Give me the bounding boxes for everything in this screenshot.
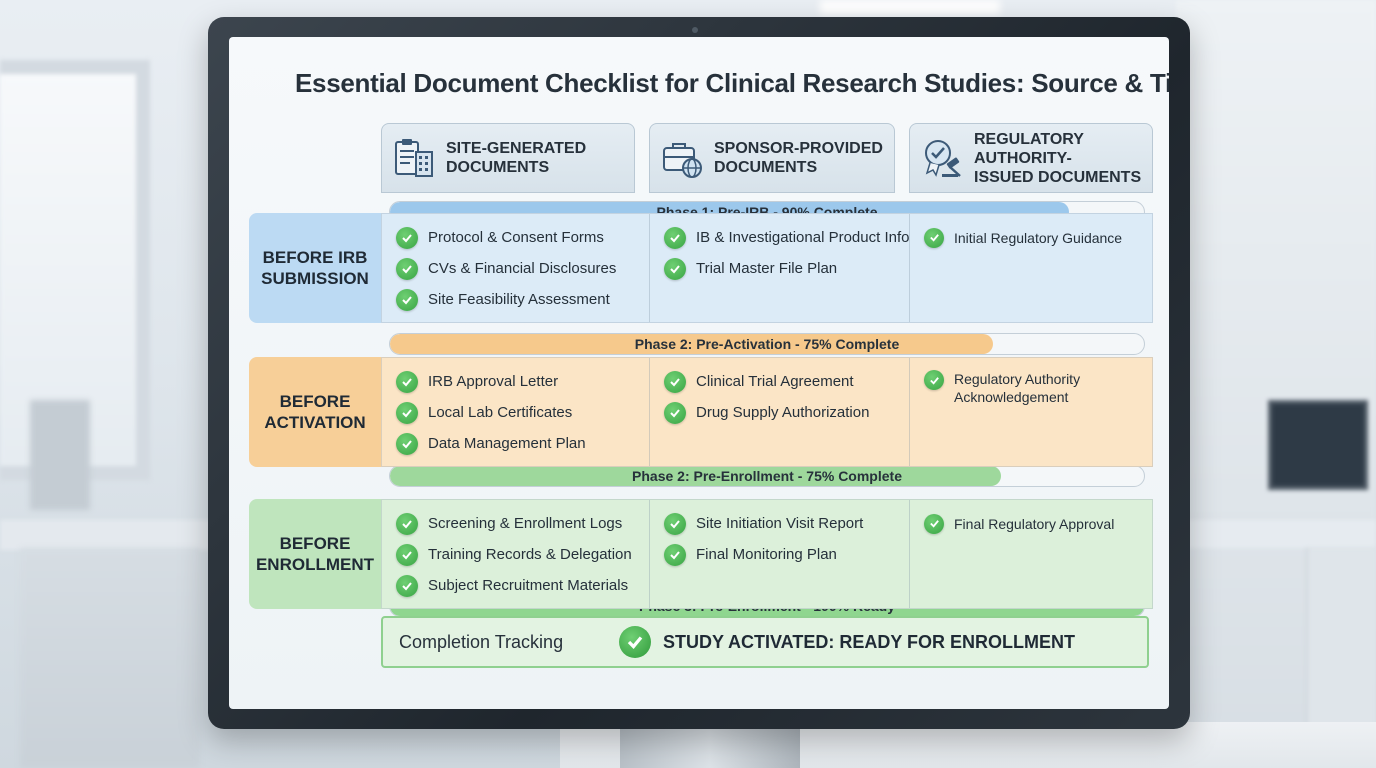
background-monitor-right bbox=[1268, 400, 1368, 490]
checklist-item: Regulatory Authority Acknowledgement bbox=[924, 366, 1144, 406]
check-icon bbox=[396, 574, 418, 597]
webcam bbox=[692, 27, 698, 33]
briefcase-globe-icon bbox=[663, 143, 702, 178]
checklist-item: IRB Approval Letter bbox=[396, 366, 639, 397]
phase-progress-label-2: Phase 2: Pre-Activation - 75% Complete bbox=[634, 336, 900, 352]
check-icon bbox=[396, 257, 418, 280]
background-desk-left bbox=[0, 520, 230, 550]
check-icon bbox=[396, 370, 418, 393]
check-icon bbox=[664, 257, 686, 280]
completion-tracking-label: Completion Tracking bbox=[399, 631, 564, 652]
checklist-item: Protocol & Consent Forms bbox=[396, 222, 639, 253]
checklist-item: Clinical Trial Agreement bbox=[664, 366, 899, 397]
check-icon bbox=[396, 512, 418, 535]
background-desk-right bbox=[1176, 520, 1376, 548]
phase-progress-label-3: Phase 2: Pre-Enrollment - 75% Complete bbox=[632, 468, 902, 484]
cell-sponsor-before-enrollment: Site Initiation Visit Report Final Monit… bbox=[650, 500, 910, 608]
cell-site-before-activation: IRB Approval Letter Local Lab Certificat… bbox=[382, 358, 650, 466]
checklist-item: Site Initiation Visit Report bbox=[664, 508, 899, 539]
check-icon bbox=[619, 626, 651, 658]
column-header-site: SITE-GENERATED DOCUMENTS bbox=[381, 123, 635, 193]
background-monitor-left bbox=[30, 400, 90, 510]
check-icon bbox=[396, 226, 418, 249]
check-icon bbox=[664, 512, 686, 535]
checklist-item: Trial Master File Plan bbox=[664, 253, 899, 284]
cell-sponsor-before-irb: IB & Investigational Product Info Trial … bbox=[650, 214, 910, 322]
column-header-regulatory-label: REGULATORY AUTHORITY- ISSUED DOCUMENTS bbox=[974, 130, 1142, 186]
column-header-sponsor-label: SPONSOR-PROVIDED DOCUMENTS bbox=[714, 140, 883, 176]
checklist-item: Final Regulatory Approval bbox=[924, 508, 1144, 539]
cell-regulatory-before-enrollment: Final Regulatory Approval bbox=[910, 500, 1154, 608]
monitor-screen: Essential Document Checklist for Clinica… bbox=[229, 37, 1169, 709]
cell-regulatory-before-activation: Regulatory Authority Acknowledgement bbox=[910, 358, 1154, 466]
checklist-item: Initial Regulatory Guidance bbox=[924, 222, 1144, 253]
checklist-item: Site Feasibility Assessment bbox=[396, 284, 639, 315]
checklist-item: Local Lab Certificates bbox=[396, 397, 639, 428]
checklist-item: Screening & Enrollment Logs bbox=[396, 508, 639, 539]
check-icon bbox=[396, 543, 418, 566]
check-icon bbox=[396, 432, 418, 455]
row-before-enrollment: Screening & Enrollment Logs Training Rec… bbox=[381, 499, 1153, 609]
check-icon bbox=[396, 401, 418, 424]
check-icon bbox=[924, 227, 944, 248]
checklist-item: Drug Supply Authorization bbox=[664, 397, 899, 428]
column-header-regulatory: REGULATORY AUTHORITY- ISSUED DOCUMENTS bbox=[909, 123, 1153, 193]
check-icon bbox=[664, 370, 686, 393]
cell-site-before-enrollment: Screening & Enrollment Logs Training Rec… bbox=[382, 500, 650, 608]
column-header-sponsor: SPONSOR-PROVIDED DOCUMENTS bbox=[649, 123, 895, 193]
row-before-irb: Protocol & Consent Forms CVs & Financial… bbox=[381, 213, 1153, 323]
phase-progress-fill-3 bbox=[390, 466, 1001, 486]
checklist-item: Subject Recruitment Materials bbox=[396, 570, 639, 601]
column-header-site-label: SITE-GENERATED DOCUMENTS bbox=[446, 140, 587, 176]
check-icon bbox=[664, 401, 686, 424]
check-icon bbox=[664, 543, 686, 566]
completion-tracking-panel: Completion Tracking STUDY ACTIVATED: REA… bbox=[381, 616, 1149, 668]
clipboard-building-icon bbox=[395, 139, 433, 177]
checklist-item: CVs & Financial Disclosures bbox=[396, 253, 639, 284]
cell-sponsor-before-activation: Clinical Trial Agreement Drug Supply Aut… bbox=[650, 358, 910, 466]
cell-regulatory-before-irb: Initial Regulatory Guidance bbox=[910, 214, 1154, 322]
check-icon bbox=[924, 370, 944, 390]
phase-progress-fill-2 bbox=[390, 334, 994, 354]
background-desk-left-base bbox=[20, 548, 200, 768]
page-title: Essential Document Checklist for Clinica… bbox=[295, 68, 1169, 98]
checklist-item: Final Monitoring Plan bbox=[664, 539, 899, 570]
seal-gavel-icon bbox=[925, 140, 961, 177]
check-icon bbox=[924, 513, 944, 534]
checklist-item: Training Records & Delegation bbox=[396, 539, 639, 570]
study-status: STUDY ACTIVATED: READY FOR ENROLLMENT bbox=[663, 631, 1076, 652]
check-icon bbox=[396, 288, 418, 311]
checklist-item: Data Management Plan bbox=[396, 428, 639, 459]
phase-progress-bar-3: Phase 2: Pre-Enrollment - 75% Complete bbox=[389, 465, 1145, 487]
checklist-item: IB & Investigational Product Info bbox=[664, 222, 909, 253]
cell-site-before-irb: Protocol & Consent Forms CVs & Financial… bbox=[382, 214, 650, 322]
phase-progress-bar-2: Phase 2: Pre-Activation - 75% Complete bbox=[389, 333, 1145, 355]
row-before-activation: IRB Approval Letter Local Lab Certificat… bbox=[381, 357, 1153, 467]
ceiling-light bbox=[820, 0, 1000, 14]
check-icon bbox=[664, 226, 686, 249]
